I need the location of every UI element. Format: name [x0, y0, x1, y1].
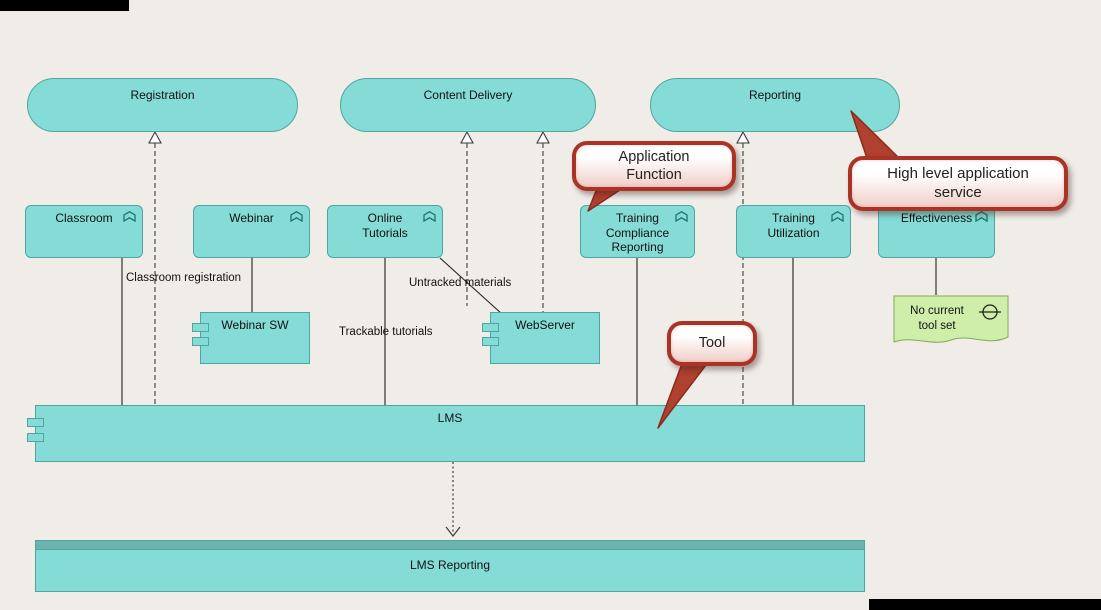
callout-tool: Tool	[667, 321, 757, 366]
bottom-black-bar	[869, 599, 1101, 610]
node-label: LMS Reporting	[409, 558, 491, 572]
component-label: LMS	[437, 411, 463, 425]
function-online-tutorials: Online Tutorials	[327, 205, 443, 258]
flow-connector	[445, 462, 461, 537]
function-label: Effectiveness	[900, 211, 973, 225]
function-effectiveness: Effectiveness	[878, 205, 995, 258]
service-label: Registration	[130, 88, 195, 102]
node-header-band	[36, 541, 864, 550]
node-lms-reporting: LMS Reporting	[35, 540, 865, 592]
connector-label-classroom-registration: Classroom registration	[126, 272, 242, 284]
component-icon	[27, 418, 44, 427]
top-black-bar	[0, 0, 129, 11]
function-chevron-icon	[123, 211, 136, 222]
callout-high-level-application-service: High level application service	[848, 156, 1068, 211]
service-content-delivery: Content Delivery	[340, 78, 596, 132]
function-chevron-icon	[423, 211, 436, 222]
function-label: Training Utilization	[767, 211, 820, 240]
callout-label: Application Function	[618, 148, 690, 183]
realization-arrowhead	[148, 130, 162, 144]
note-shape	[893, 295, 1009, 343]
realization-arrowhead	[536, 130, 550, 144]
callout-label: High level application service	[887, 164, 1029, 201]
component-icon	[482, 323, 499, 332]
component-icon	[192, 323, 209, 332]
note-no-current-tool-set: No current tool set	[893, 295, 1009, 351]
function-chevron-icon	[675, 211, 688, 222]
function-training-utilization: Training Utilization	[736, 205, 851, 258]
component-icon	[27, 433, 44, 442]
callout-application-function: Application Function	[572, 141, 736, 191]
function-label: Webinar	[229, 211, 274, 225]
function-classroom: Classroom	[25, 205, 143, 258]
service-label: Content Delivery	[423, 88, 513, 102]
component-webinar-sw: Webinar SW	[192, 312, 310, 364]
function-chevron-icon	[831, 211, 844, 222]
callout-label: Tool	[698, 335, 726, 352]
function-label: Online Tutorials	[362, 211, 408, 240]
function-label: Classroom	[55, 211, 113, 225]
function-label: Training Compliance Reporting	[605, 211, 670, 255]
service-reporting: Reporting	[650, 78, 900, 132]
note-label: No current tool set	[910, 305, 964, 332]
service-registration: Registration	[27, 78, 298, 132]
service-label: Reporting	[748, 88, 802, 102]
function-chevron-icon	[290, 211, 303, 222]
component-icon	[192, 337, 209, 346]
component-lms: LMS	[27, 405, 865, 462]
connector-label-untracked-materials: Untracked materials	[409, 277, 512, 289]
realization-arrowhead	[736, 130, 750, 144]
component-label: Webinar SW	[221, 318, 289, 332]
function-training-compliance-reporting: Training Compliance Reporting	[580, 205, 695, 258]
connector-label-trackable-tutorials: Trackable tutorials	[339, 326, 433, 338]
component-webserver: WebServer	[482, 312, 600, 364]
component-label: WebServer	[515, 318, 575, 332]
gap-icon	[979, 304, 1001, 320]
function-webinar: Webinar	[193, 205, 310, 258]
flow-arrowhead	[445, 526, 461, 537]
realization-arrowhead	[460, 130, 474, 144]
component-icon	[482, 337, 499, 346]
function-chevron-icon	[975, 211, 988, 222]
